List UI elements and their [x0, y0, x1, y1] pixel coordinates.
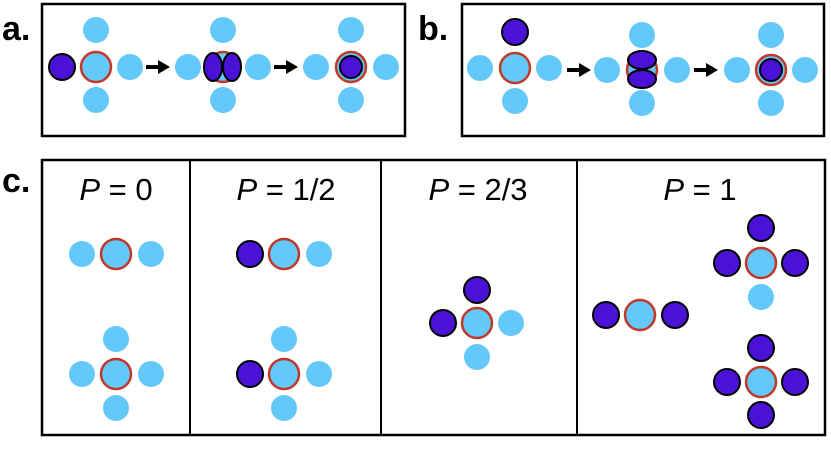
blue-site — [629, 90, 655, 116]
arrow-right-icon — [694, 63, 718, 77]
purple-particle — [236, 360, 264, 388]
blue-site — [138, 241, 164, 267]
blue-site — [758, 22, 784, 48]
purple-particle — [713, 249, 741, 277]
center-site — [79, 50, 113, 84]
column-label-p0: P = 0 — [79, 172, 152, 207]
arrow-right-icon — [274, 60, 298, 74]
purple-particle — [501, 18, 529, 46]
center-site — [99, 357, 133, 391]
purple-particle — [48, 53, 76, 81]
blue-site — [83, 87, 109, 113]
config-p1-cross-bottom — [713, 334, 809, 429]
purple-particle — [429, 309, 457, 337]
center-site — [460, 306, 494, 340]
blue-site — [373, 54, 399, 80]
panel-a-stage-2 — [175, 17, 271, 113]
purple-particle — [463, 276, 491, 304]
blue-site — [467, 55, 493, 81]
blue-site — [306, 361, 332, 387]
purple-particle — [747, 334, 775, 362]
config-p0-cross — [69, 326, 164, 421]
config-p1-cross-top — [713, 214, 809, 310]
purple-particle — [339, 55, 363, 79]
config-p0-linear — [69, 237, 164, 271]
config-p-two-thirds — [429, 276, 524, 370]
blue-site — [69, 241, 95, 267]
panel-c-frame — [40, 158, 827, 437]
config-p-half-linear — [236, 237, 332, 271]
arrow-right-icon — [146, 60, 170, 74]
column-label-p-two-thirds: P = 2/3 — [428, 172, 527, 207]
blue-site — [792, 57, 818, 83]
panel-label-b: b. — [418, 10, 448, 48]
column-label-p-half: P = 1/2 — [236, 172, 335, 207]
column-label-p1: P = 1 — [663, 172, 736, 207]
purple-particle — [747, 401, 775, 429]
blue-site — [464, 344, 490, 370]
center-site — [99, 237, 133, 271]
center-site — [744, 365, 778, 399]
center-site — [623, 298, 657, 332]
purple-particle — [627, 50, 657, 70]
panel-label-a: a. — [2, 10, 30, 48]
purple-particle — [781, 249, 809, 277]
purple-particle — [203, 52, 223, 82]
blue-site — [758, 90, 784, 116]
blue-site — [117, 54, 143, 80]
purple-particle — [627, 69, 657, 89]
panel-b-stage-3 — [724, 22, 818, 116]
blue-site — [338, 17, 364, 43]
blue-site — [502, 88, 528, 114]
blue-site — [594, 57, 620, 83]
blue-site — [724, 57, 750, 83]
panel-a-stage-3 — [303, 17, 399, 113]
purple-particle — [747, 214, 775, 242]
purple-particle — [759, 58, 783, 82]
panel-c: P = 0 P = 1/2 P = 2/3 P = 1 — [40, 158, 827, 437]
blue-site — [83, 17, 109, 43]
blue-site — [69, 361, 95, 387]
purple-particle — [781, 368, 809, 396]
blue-site — [271, 395, 297, 421]
blue-site — [498, 310, 524, 336]
panel-a-frame — [40, 2, 407, 138]
center-site — [267, 357, 301, 391]
blue-site — [138, 361, 164, 387]
center-site — [498, 51, 532, 85]
blue-site — [271, 326, 297, 352]
config-p-half-cross — [236, 326, 332, 421]
purple-particle — [592, 301, 620, 329]
purple-particle — [222, 52, 242, 82]
blue-site — [175, 54, 201, 80]
purple-particle — [661, 301, 689, 329]
center-site — [267, 237, 301, 271]
blue-site — [210, 17, 236, 43]
panel-a — [40, 2, 407, 138]
blue-site — [245, 54, 271, 80]
purple-particle — [236, 240, 264, 268]
arrow-right-icon — [567, 63, 591, 77]
blue-site — [103, 326, 129, 352]
blue-site — [748, 284, 774, 310]
blue-site — [306, 241, 332, 267]
panel-b-stage-1 — [467, 18, 562, 114]
panel-b-frame — [460, 2, 826, 138]
config-p1-linear — [592, 298, 689, 332]
blue-site — [338, 87, 364, 113]
blue-site — [536, 55, 562, 81]
blue-site — [664, 57, 690, 83]
blue-site — [629, 22, 655, 48]
blue-site — [303, 54, 329, 80]
blue-site — [210, 87, 236, 113]
purple-particle — [713, 368, 741, 396]
panel-b — [460, 2, 826, 138]
panel-a-stage-1 — [48, 17, 143, 113]
blue-site — [103, 395, 129, 421]
panel-label-c: c. — [2, 162, 30, 200]
panel-b-stage-2 — [594, 22, 690, 116]
center-site — [744, 246, 778, 280]
